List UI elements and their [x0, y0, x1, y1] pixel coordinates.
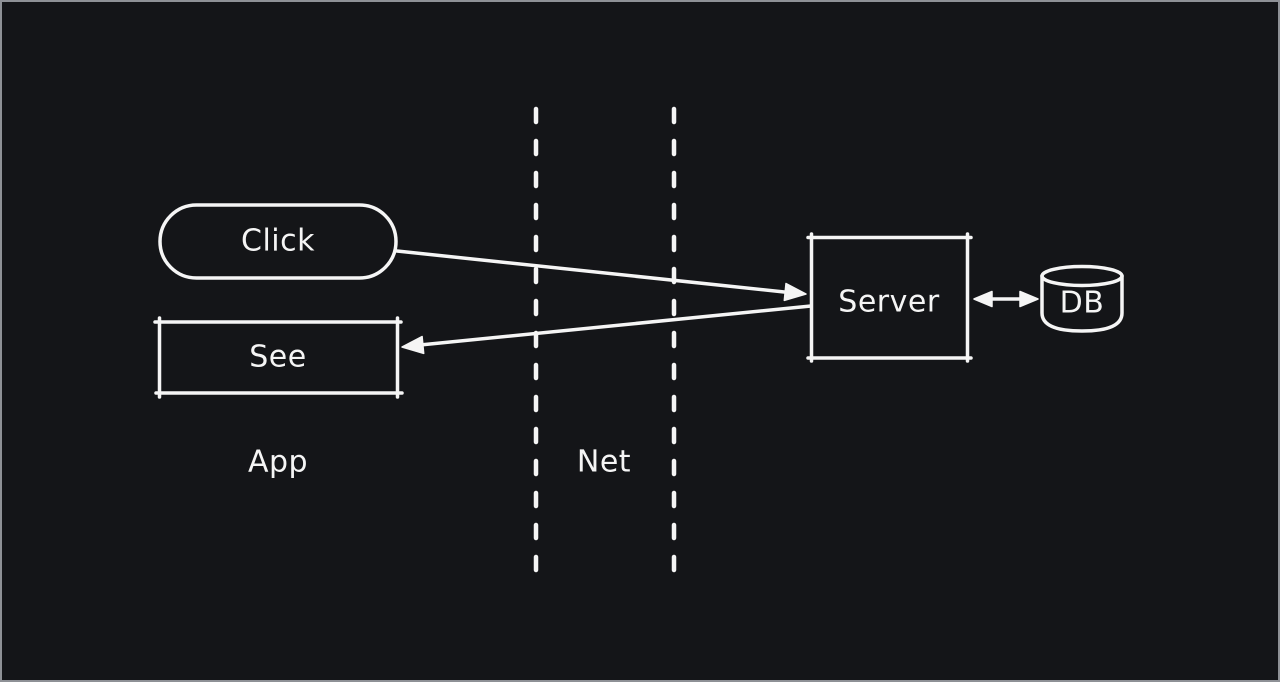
node-db: DB: [1040, 264, 1124, 333]
arrowhead-right-icon: [783, 282, 807, 302]
node-server: Server: [806, 232, 973, 363]
arrowhead-left-icon: [401, 335, 425, 355]
node-click: Click: [158, 203, 398, 280]
arrow-server-to-see: [401, 304, 813, 355]
node-see: See: [153, 316, 404, 399]
click-pill-shape: [158, 203, 398, 280]
db-cylinder-shape: [1040, 264, 1124, 333]
arrowhead-right-icon: [1019, 290, 1039, 308]
app-zone-label: App: [248, 445, 308, 480]
click-label: Click: [241, 224, 315, 259]
net-zone-label: Net: [577, 445, 631, 480]
arrowhead-left-icon: [973, 290, 993, 308]
see-label: See: [249, 340, 306, 375]
net-boundary: [533, 106, 677, 574]
server-label: Server: [838, 285, 940, 320]
server-rectangle-shape: [806, 232, 973, 363]
arrow-click-to-server: [395, 249, 807, 302]
see-rectangle-shape: [153, 316, 404, 399]
db-label: DB: [1060, 286, 1105, 321]
arrow-server-db: [973, 290, 1039, 308]
